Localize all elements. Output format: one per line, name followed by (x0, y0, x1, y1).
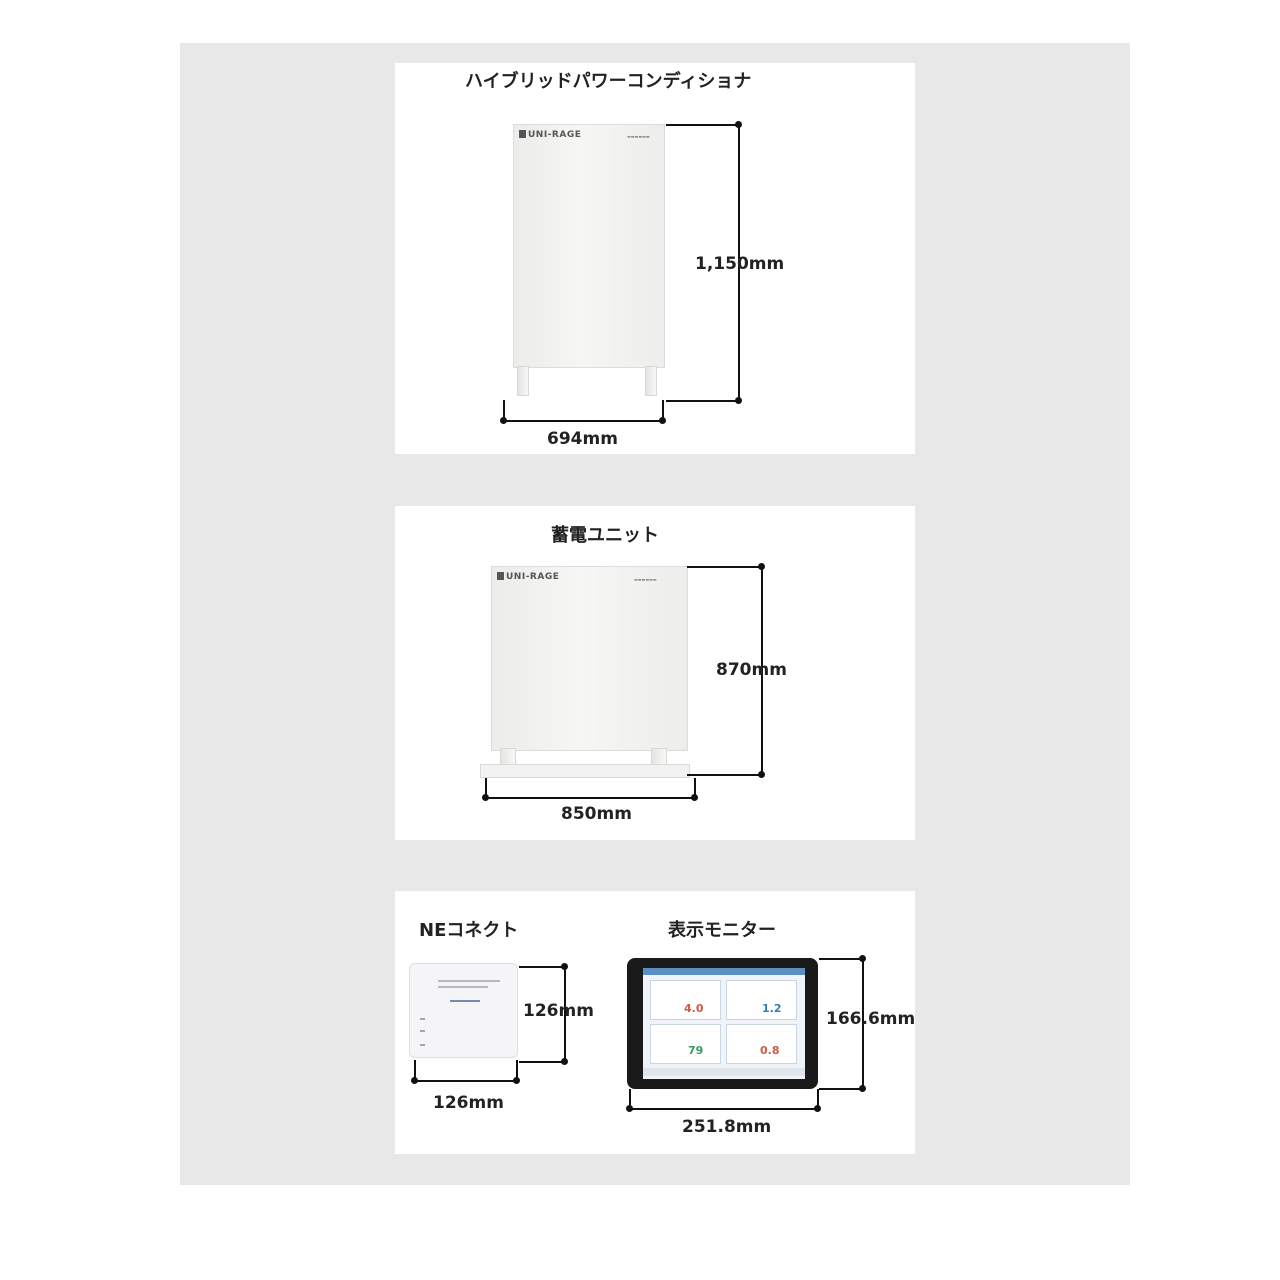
product-title: ハイブリッドパワーコンディショナ (465, 71, 752, 92)
screen-value: 4.0 (684, 1002, 704, 1015)
product-title: 表示モニター (668, 920, 776, 941)
screen-value: 1.2 (762, 1002, 782, 1015)
screen-value: 0.8 (760, 1044, 780, 1057)
brand-logo: UNI-RAGE (528, 130, 582, 140)
height-value: 1,150mm (695, 254, 785, 274)
width-value: 694mm (547, 429, 618, 449)
brand-logo: UNI-RAGE (506, 572, 560, 582)
width-value: 850mm (561, 804, 632, 824)
height-value: 166.6mm (826, 1009, 916, 1029)
height-value: 126mm (523, 1001, 594, 1021)
product-title: NEコネクト (419, 920, 519, 941)
screen-value: 79 (688, 1044, 704, 1057)
width-value: 126mm (433, 1093, 504, 1113)
product-title: 蓄電ユニット (551, 525, 659, 546)
width-value: 251.8mm (682, 1117, 772, 1137)
height-value: 870mm (716, 660, 787, 680)
